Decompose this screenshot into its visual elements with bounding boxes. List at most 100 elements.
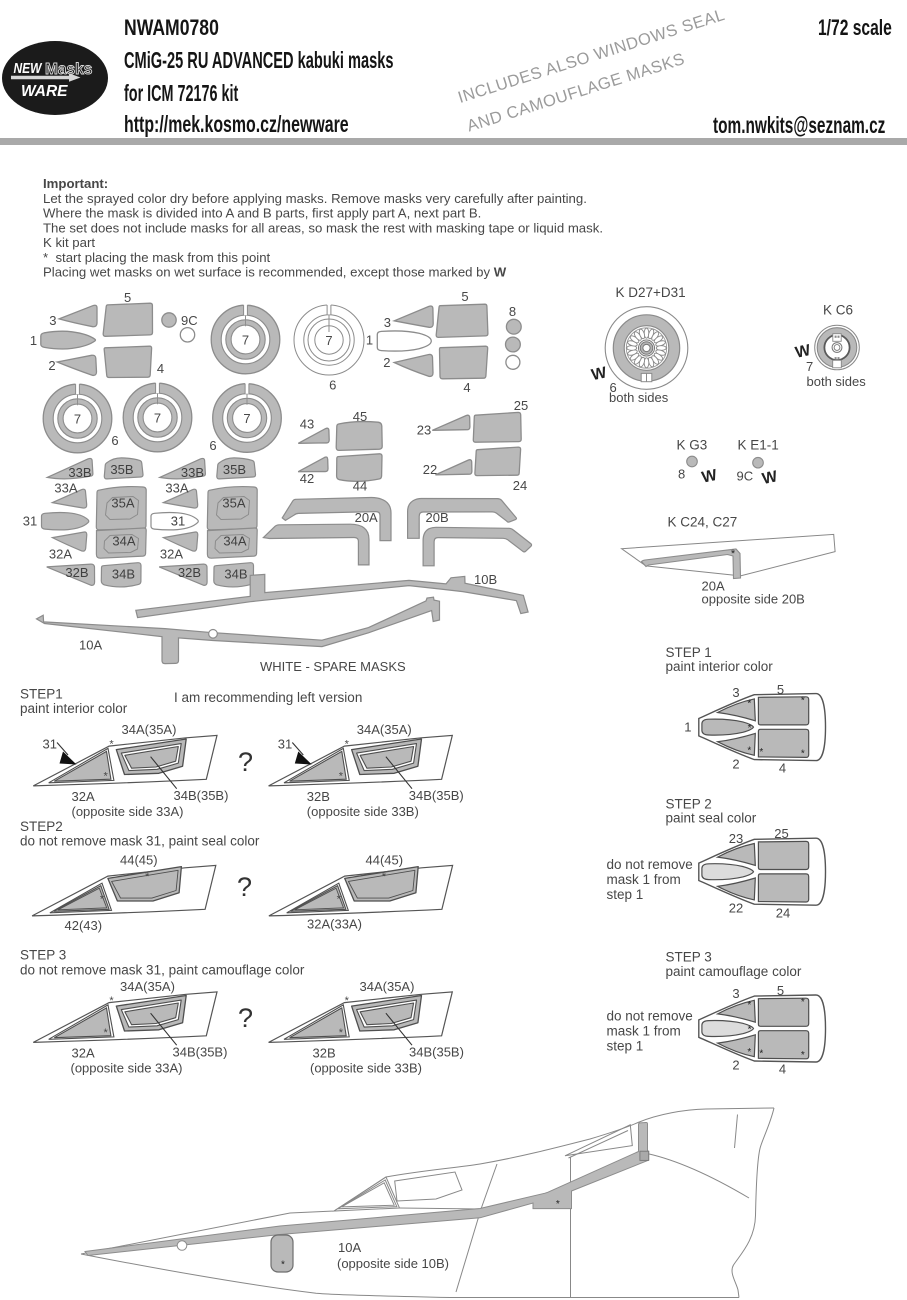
svg-text:35B: 35B [223, 462, 246, 477]
svg-text:?: ? [237, 872, 252, 902]
svg-text:WHITE - SPARE MASKS: WHITE - SPARE MASKS [260, 659, 406, 674]
svg-text:Masks: Masks [45, 61, 92, 78]
svg-text:step 1: step 1 [607, 887, 644, 902]
svg-text:both sides: both sides [609, 390, 669, 405]
svg-text:do not remove: do not remove [607, 857, 693, 872]
svg-text:paint camouflage color: paint camouflage color [666, 964, 802, 979]
svg-text:K D27+D31: K D27+D31 [616, 285, 686, 300]
svg-text:34A(35A): 34A(35A) [120, 979, 175, 994]
svg-text:5: 5 [777, 682, 784, 697]
svg-text:*: * [281, 1260, 285, 1271]
svg-text:8: 8 [678, 467, 685, 482]
svg-text:32A: 32A [72, 1046, 95, 1061]
svg-text:31: 31 [278, 737, 292, 752]
svg-text:1: 1 [30, 333, 37, 348]
svg-text:34A(35A): 34A(35A) [122, 722, 177, 737]
svg-text:6: 6 [111, 433, 118, 448]
svg-text:32B: 32B [65, 565, 88, 580]
svg-text:4: 4 [157, 361, 164, 376]
svg-text:32A: 32A [72, 789, 95, 804]
svg-text:8: 8 [509, 304, 516, 319]
svg-text:34B(35B): 34B(35B) [174, 788, 229, 803]
svg-text:STEP 1: STEP 1 [666, 645, 712, 660]
svg-text:STEP 3: STEP 3 [666, 950, 712, 965]
svg-text:20A: 20A [355, 510, 378, 525]
svg-text:1: 1 [366, 333, 373, 348]
svg-text:10B: 10B [474, 572, 497, 587]
svg-text:33A: 33A [165, 481, 188, 496]
svg-text:45: 45 [353, 409, 367, 424]
svg-text:mask 1 from: mask 1 from [607, 1024, 681, 1039]
svg-text:?: ? [238, 1003, 253, 1033]
svg-text:23: 23 [417, 423, 431, 438]
svg-text:24: 24 [513, 478, 527, 493]
svg-text:NEW: NEW [14, 60, 43, 77]
svg-text:31: 31 [23, 514, 37, 529]
svg-text:(opposite side 33B): (opposite side 33B) [307, 804, 419, 819]
svg-text:42(43): 42(43) [65, 918, 103, 933]
svg-text:34B: 34B [224, 567, 247, 582]
svg-text:32B: 32B [313, 1046, 336, 1061]
svg-text:Important:: Important: [43, 176, 108, 191]
svg-text:34B(35B): 34B(35B) [409, 788, 464, 803]
svg-text:3: 3 [732, 986, 739, 1001]
svg-text:22: 22 [423, 462, 437, 477]
svg-text:44(45): 44(45) [120, 853, 158, 868]
svg-text:The set does not include masks: The set does not include masks for all a… [43, 220, 603, 235]
svg-text:4: 4 [779, 1062, 786, 1077]
svg-text:2: 2 [383, 355, 390, 370]
svg-text:I am recommending left version: I am recommending left version [174, 690, 362, 705]
svg-text:31: 31 [43, 737, 57, 752]
svg-text:25: 25 [514, 398, 528, 413]
svg-text:1: 1 [684, 720, 691, 735]
svg-text:44: 44 [353, 479, 367, 494]
svg-text:22: 22 [729, 901, 743, 916]
svg-text:34A(35A): 34A(35A) [360, 979, 415, 994]
svg-text:opposite side 20B: opposite side 20B [702, 592, 805, 607]
svg-text:step 1: step 1 [607, 1039, 644, 1054]
svg-text:K C24, C27: K C24, C27 [668, 515, 738, 530]
svg-text:paint seal color: paint seal color [666, 811, 757, 826]
svg-text:2: 2 [732, 1058, 739, 1073]
svg-text:20B: 20B [426, 510, 449, 525]
svg-text:STEP2: STEP2 [20, 819, 63, 834]
svg-text:* start placing the mask from: * start placing the mask from this point [43, 250, 271, 265]
svg-text:3: 3 [384, 315, 391, 330]
svg-text:10A: 10A [79, 638, 102, 653]
svg-text:4: 4 [779, 761, 786, 776]
svg-text:2: 2 [48, 358, 55, 373]
svg-text:32A: 32A [49, 547, 72, 562]
svg-text:(opposite side 33A): (opposite side 33A) [71, 1061, 183, 1076]
svg-text:K C6: K C6 [823, 303, 853, 318]
svg-text:STEP 3: STEP 3 [20, 948, 66, 963]
svg-text:4: 4 [463, 380, 470, 395]
svg-text:34A: 34A [223, 534, 246, 549]
svg-text:32A: 32A [160, 547, 183, 562]
svg-text:6: 6 [209, 438, 216, 453]
svg-text:5: 5 [777, 983, 784, 998]
svg-text:*: * [731, 548, 736, 560]
svg-text:32A(33A): 32A(33A) [307, 917, 362, 932]
svg-text:7: 7 [806, 359, 813, 374]
svg-text:33B: 33B [181, 465, 204, 480]
svg-text:Where the mask is divided into: Where the mask is divided into A and B p… [43, 206, 481, 221]
svg-text:32B: 32B [178, 565, 201, 580]
svg-text:(opposite side 10B): (opposite side 10B) [337, 1256, 449, 1271]
svg-text:do not remove mask 31, paint s: do not remove mask 31, paint seal color [20, 834, 260, 849]
svg-text:35A: 35A [222, 496, 245, 511]
svg-text:34B(35B): 34B(35B) [409, 1045, 464, 1060]
svg-text:both sides: both sides [807, 374, 867, 389]
svg-text:20A: 20A [702, 579, 725, 594]
svg-text:33B: 33B [68, 465, 91, 480]
svg-text:44(45): 44(45) [366, 853, 404, 868]
svg-text:3: 3 [49, 313, 56, 328]
svg-text:paint interior color: paint interior color [20, 701, 128, 716]
svg-text:42: 42 [300, 471, 314, 486]
svg-text:K G3: K G3 [677, 438, 708, 453]
svg-text:W: W [761, 468, 780, 488]
svg-text:Placing wet masks on wet surfa: Placing wet masks on wet surface is reco… [43, 265, 507, 280]
svg-text:23: 23 [729, 831, 743, 846]
svg-text:5: 5 [461, 289, 468, 304]
svg-text:6: 6 [329, 378, 336, 393]
svg-text:paint interior color: paint interior color [666, 659, 774, 674]
